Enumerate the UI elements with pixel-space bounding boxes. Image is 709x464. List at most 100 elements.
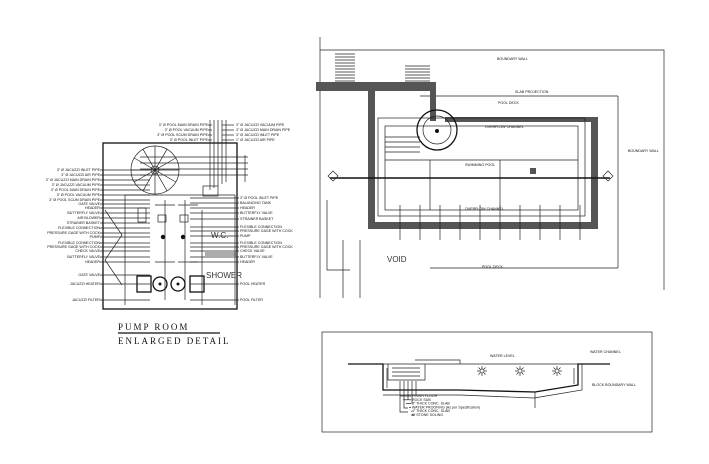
pool-deck-top-label: POOL DECK: [498, 101, 519, 105]
shower-label: SHOWER: [206, 271, 242, 280]
light-ray: [521, 367, 524, 370]
pool-section: WATER LEVEL WATER CHANNEL BLOCK BOUNDARY…: [321, 331, 653, 433]
light-body: [554, 368, 560, 374]
callout-label: PRESSURE GAGE WITH COCK: [47, 245, 100, 249]
filter-center: [158, 282, 162, 286]
water-level-label: WATER LEVEL: [490, 354, 515, 358]
pool-label: SWIMMING POOL: [465, 163, 495, 167]
layer-label: ROCK SUB: [412, 398, 431, 402]
underwater-light-icon: [552, 366, 562, 376]
pipe-runs: [140, 155, 248, 182]
callout-label: 3" Ø POOL SCUM DRAIN PIPE: [157, 133, 208, 137]
boundary-wall-section-label: BLOCK BOUNDARY WALL: [592, 383, 636, 387]
boundary-wall-top-label: BOUNDARY WALL: [497, 57, 528, 61]
callout-label: 3" Ø JACUZZI AIR PIPE: [61, 173, 100, 177]
air-blower: [137, 207, 147, 223]
plan-pipe-callouts: [335, 53, 581, 240]
pool-inner-outline: [384, 125, 579, 211]
main-drain: [530, 168, 536, 174]
layer-leaders: [399, 381, 536, 413]
callout-label: 3" Ø JACUZZI VACUUM PIPE: [236, 123, 285, 127]
callout-label: 3" Ø POOL MAIN DRAIN PIPE: [51, 188, 101, 192]
pump-room-outline: [102, 142, 238, 310]
light-ray: [521, 372, 524, 375]
wc-label: W.C.: [211, 231, 228, 240]
callout-label: PRESSURE GAGE WITH COCK: [240, 229, 293, 233]
callout-label: CHECK VALVE: [75, 249, 100, 253]
light-ray: [478, 367, 481, 370]
channel-top-label: OVERFLOW CHANNEL: [485, 125, 524, 129]
callout-label: 3" Ø POOL VACUUM PIPE: [57, 193, 101, 197]
callout-label: FLEXIBLE CONNECTION: [58, 241, 100, 245]
light-ray: [558, 367, 561, 370]
boundary-wall-outline: [319, 37, 665, 298]
callout-label: FLEXIBLE CONNECTION: [240, 241, 282, 245]
channel-bottom-label: OVERFLOW CHANNEL: [465, 207, 504, 211]
underwater-lights: [477, 366, 562, 376]
callout-label: 3" Ø POOL SCUM DRAIN PIPE: [49, 198, 100, 202]
layer-label: 4" THICK CONC. SLAB: [412, 409, 450, 413]
adjacent-walls: [326, 200, 361, 298]
pump-room-detail: W.C. SHOWER 3" Ø POOL MAIN DRAIN PIPE3" …: [46, 120, 294, 346]
pool-deck-bottom-label: POOL DECK: [482, 265, 503, 269]
light-ray: [483, 367, 486, 370]
callout-label: HEADER: [240, 206, 255, 210]
filter-center: [176, 282, 180, 286]
pump-icon: [180, 234, 186, 240]
jacuzzi-plan: [416, 109, 458, 151]
headers: [155, 200, 198, 300]
pool-steps-section: [387, 359, 461, 381]
callout-label: POOL FILTER: [240, 298, 263, 302]
callout-label: GATE VALVE: [78, 273, 100, 277]
callout-label: 3" Ø JACUZZI INLET PIPE: [57, 168, 101, 172]
underwater-light-icon: [515, 366, 525, 376]
callout-label: HEADER: [240, 260, 255, 264]
callout-label: 3" Ø JACUZZI VACUUM PIPE: [52, 183, 101, 187]
callout-label: PUMP: [240, 234, 251, 238]
riser-pipes: [209, 120, 227, 190]
callout-label: PRESSURE GAGE WITH COCK: [240, 245, 293, 249]
light-ray: [558, 372, 561, 375]
light-ray: [478, 372, 481, 375]
callout-label: POOL HEATER: [240, 282, 266, 286]
jacuzzi-drain: [435, 129, 439, 133]
pool-wall-hatch: [430, 91, 436, 121]
boundary-wall-right-label: BOUNDARY WALL: [628, 149, 659, 153]
pipe-trench-top: [316, 82, 436, 91]
pool-wall-hatch: [591, 117, 598, 229]
jacuzzi-spiral: [130, 145, 180, 195]
callout-label: BUTTERFLY VALVE: [240, 211, 273, 215]
callout-label: 3" Ø POOL MAIN DRAIN PIPE: [159, 123, 209, 127]
light-ray: [483, 372, 486, 375]
callout-label: HEADER: [85, 206, 100, 210]
callout-label: AIR BLOWER: [77, 216, 100, 220]
callout-label: FLEXIBLE CONNECTION: [58, 226, 100, 230]
callout-label: 3" Ø POOL INLET PIPE: [240, 196, 279, 200]
layer-label: 6" STONE SOLING: [412, 413, 443, 417]
callout-label: 3" Ø JACUZZI INLET PIPE: [236, 133, 280, 137]
enlarged-detail-subtitle: ENLARGED DETAIL: [118, 336, 231, 346]
layer-label: FINISH FLOOR: [412, 394, 438, 398]
callout-label: 3" Ø JACUZZI MAIN DRAIN PIPE: [46, 178, 101, 182]
section-frame: [321, 331, 653, 433]
balancing-tank: [202, 185, 219, 197]
callout-label: GATE VALVE: [78, 202, 100, 206]
zigzag-wall: [104, 209, 123, 286]
void-label: VOID: [387, 255, 407, 264]
callout-label: HEADER: [85, 260, 100, 264]
strainer-basket: [179, 214, 189, 223]
callout-label: 3" Ø POOL INLET PIPE: [170, 138, 209, 142]
pool-plan: VOID BOUNDARY WALL BOUNDARY WALL SWIMMIN…: [316, 37, 665, 298]
pump-icon: [160, 234, 166, 240]
pool-steps-and-grid: [385, 136, 578, 210]
callout-label: 3" Ø JACUZZI MAIN DRAIN PIPE: [236, 128, 291, 132]
callout-label: STRAINER BASKET: [67, 221, 101, 225]
light-ray: [516, 367, 519, 370]
callout-label: PRESSURE GAGE WITH COCK: [47, 231, 100, 235]
callout-label: PUMP: [90, 235, 101, 239]
strainer-basket: [157, 214, 167, 223]
callout-label: FLEXIBLE CONNECTION: [240, 225, 282, 229]
callout-label: BUTTERFLY VALVE: [240, 255, 273, 259]
